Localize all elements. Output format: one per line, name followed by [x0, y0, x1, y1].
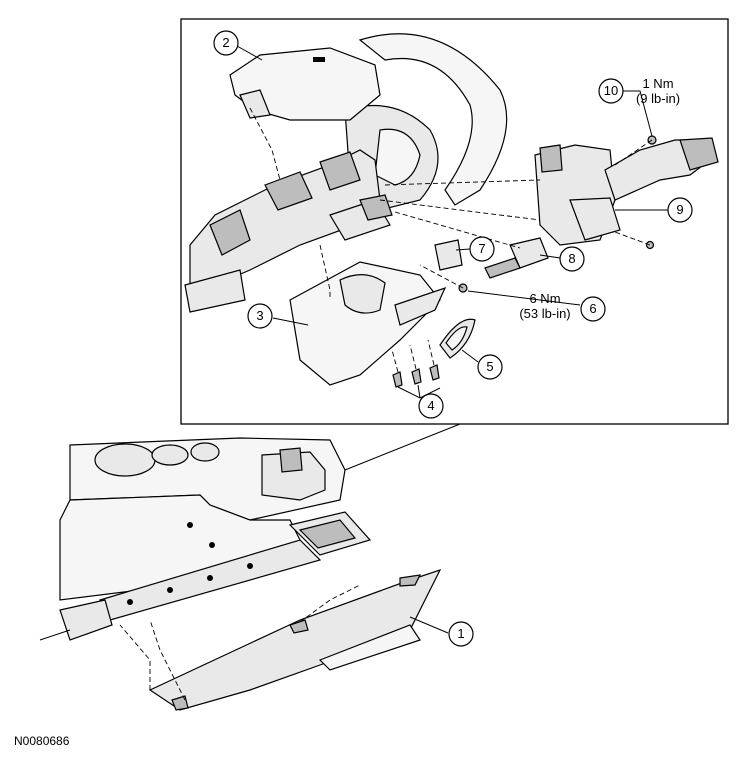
- torque-spec-6: 6 Nm (53 lb-in): [519, 291, 570, 321]
- leader-7: [455, 248, 471, 251]
- svg-text:(53 lb-in): (53 lb-in): [519, 306, 570, 321]
- svg-text:1 Nm: 1 Nm: [642, 76, 673, 91]
- svg-text:6 Nm: 6 Nm: [529, 291, 560, 306]
- svg-text:5: 5: [486, 359, 493, 374]
- leader-8: [539, 254, 561, 259]
- callout-7: 7: [469, 236, 495, 262]
- callout-3: 3: [247, 303, 273, 329]
- leader-4b: [417, 384, 421, 399]
- svg-text:3: 3: [256, 308, 263, 323]
- leader-6: [467, 290, 581, 306]
- svg-text:4: 4: [427, 398, 434, 413]
- svg-text:8: 8: [568, 251, 575, 266]
- leader-1: [409, 616, 449, 634]
- callout-8: 8: [559, 246, 585, 272]
- leader-10: [623, 90, 653, 137]
- svg-text:2: 2: [222, 35, 229, 50]
- svg-text:6: 6: [589, 301, 596, 316]
- svg-text:9: 9: [676, 202, 683, 217]
- leader-2: [236, 45, 263, 61]
- svg-text:(9 lb-in): (9 lb-in): [636, 91, 680, 106]
- leader-5: [461, 349, 479, 363]
- figure-id-label: N0080686: [14, 734, 70, 748]
- lower-trim-panel: [119, 568, 442, 711]
- callout-2: 2: [213, 30, 239, 56]
- callout-5: 5: [477, 354, 503, 380]
- callout-6: 6: [580, 296, 606, 322]
- callout-9: 9: [667, 197, 693, 223]
- callout-1: 1: [448, 621, 474, 647]
- leader-3: [272, 317, 309, 326]
- svg-text:7: 7: [478, 241, 485, 256]
- callout-4: 4: [418, 393, 444, 419]
- svg-text:1: 1: [457, 626, 464, 641]
- inset-detail: [184, 33, 719, 388]
- torque-spec-10: 1 Nm (9 lb-in): [636, 76, 680, 106]
- callout-10: 10: [598, 78, 624, 104]
- svg-text:10: 10: [604, 83, 618, 98]
- inset-leader-line: [344, 423, 461, 471]
- lower-dash-area: [39, 437, 372, 641]
